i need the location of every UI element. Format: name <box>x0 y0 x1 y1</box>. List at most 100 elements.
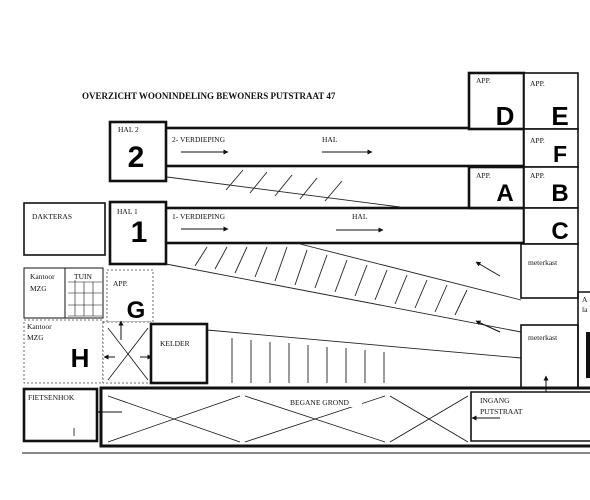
apartment-b-label: APP. <box>530 171 545 180</box>
stair-step <box>334 259 348 293</box>
meter-cupboard-upper: meterkast <box>520 243 579 299</box>
apartment-c: C <box>523 207 579 245</box>
hall-2: HAL 2 2 <box>108 120 168 183</box>
garden-label: TUIN <box>74 272 92 281</box>
meter-cupboard-lower: meterkast <box>520 324 579 389</box>
ground-floor: BEGANE GROND <box>99 386 590 448</box>
ground-floor-label-backdrop <box>286 397 362 407</box>
cellar-box <box>149 322 209 385</box>
stair-arrow-lower <box>475 320 501 333</box>
stair-step <box>324 180 343 202</box>
apartment-g-label: APP. <box>113 279 128 288</box>
stair-step <box>274 246 288 282</box>
office-lower-box <box>23 319 104 384</box>
garden-label-backdrop <box>73 271 97 280</box>
stair-step <box>374 269 388 301</box>
bike-shed-box <box>22 387 99 443</box>
garden: TUIN <box>64 267 104 319</box>
entrance-box <box>470 391 590 442</box>
office-lower: Kantoor MZG H <box>23 319 104 384</box>
stair-step <box>354 264 368 297</box>
stair-cellar-band <box>206 329 522 388</box>
meter-cupboard-upper-box <box>520 243 579 299</box>
apartment-e-label: APP. <box>530 79 545 88</box>
cross-line <box>107 395 241 443</box>
stair-edge <box>166 176 401 208</box>
apartment-e-box <box>523 72 579 130</box>
cross-line <box>389 395 469 443</box>
stair-step <box>225 169 244 191</box>
entrance-line2: PUTSTRAAT <box>480 407 523 416</box>
stair-step <box>254 246 268 278</box>
apartment-b: APP. B <box>523 166 579 209</box>
apartment-g-box <box>106 269 154 323</box>
apartment-d: APP. D <box>467 71 526 131</box>
garden-grid <box>68 272 102 317</box>
hall-1-box <box>108 200 168 266</box>
apartment-f: APP. F <box>523 128 579 168</box>
stair-step <box>234 246 248 274</box>
stair-edge <box>206 329 522 359</box>
apartment-c-box <box>523 207 579 245</box>
meter-cupboard-upper-label: meterkast <box>528 258 558 267</box>
cellar-label: KELDER <box>160 339 190 348</box>
ground-floor-outline <box>99 386 590 448</box>
bike-shed: FIETSENHOK <box>22 387 99 443</box>
cut-off-wall <box>586 332 590 378</box>
cellar: KELDER <box>149 322 209 385</box>
stair-floor-1-down <box>165 243 522 333</box>
cut-off-label-line2: la <box>582 305 588 314</box>
stair-step <box>214 246 228 270</box>
cut-off-room: A la <box>577 291 590 389</box>
meter-cupboard-lower-label: meterkast <box>528 333 558 342</box>
ground-floor-crosses <box>107 395 469 443</box>
floor-2-corridor-label: HAL <box>322 135 338 144</box>
floor-2-corridor <box>163 126 526 168</box>
office-upper-line2: MZG <box>30 284 47 293</box>
hall-2-number: 2 <box>128 141 145 174</box>
apartment-f-letter: F <box>553 141 567 167</box>
roof-terrace: DAKTERAS <box>23 202 106 256</box>
bike-shed-label: FIETSENHOK <box>28 393 75 402</box>
plan-title: OVERZICHT WOONINDELING BEWONERS PUTSTRAA… <box>82 91 336 101</box>
roof-terrace-label: DAKTERAS <box>32 212 72 221</box>
office-upper-line1: Kantoor <box>30 272 55 281</box>
apartment-b-letter: B <box>551 180 568 207</box>
apartment-e-letter: E <box>551 101 568 131</box>
stair-step <box>414 279 428 309</box>
apartment-b-box <box>523 166 579 209</box>
floor-1-label: 1- VERDIEPING <box>172 212 226 221</box>
apartment-g: APP. G <box>106 269 154 324</box>
stair-step <box>249 171 268 194</box>
hall-1-number: 1 <box>131 216 148 249</box>
stair-step <box>434 284 448 313</box>
apartment-d-label: APP. <box>476 76 491 85</box>
apartment-a-letter: A <box>496 180 513 207</box>
apartment-c-letter: C <box>551 218 568 245</box>
meter-cupboard-lower-box <box>520 324 579 389</box>
cut-off-label-line1: A <box>582 295 588 304</box>
stair-step <box>454 289 468 316</box>
stairwell-cross <box>102 321 152 384</box>
apartment-d-box <box>467 71 526 131</box>
roof-terrace-box <box>23 202 106 256</box>
apartment-g-letter: G <box>127 297 146 324</box>
apartment-a: APP. A <box>467 165 526 210</box>
hall-1-label: HAL 1 <box>117 207 138 216</box>
ground-floor-label: BEGANE GROND <box>290 398 350 407</box>
stair-edge <box>165 263 522 333</box>
apartment-e: APP. E <box>523 72 579 131</box>
floor-1-corridor-label: HAL <box>352 212 368 221</box>
office-upper-box <box>23 267 66 319</box>
office-lower-line1: Kantoor <box>27 322 52 331</box>
cross-line <box>107 327 149 381</box>
apartment-d-letter: D <box>496 101 515 131</box>
stair-step <box>274 174 293 197</box>
stair-edge <box>299 243 522 301</box>
apartment-a-label: APP. <box>476 171 491 180</box>
office-lower-letter: H <box>71 343 90 373</box>
stair-floor-2-to-1 <box>166 169 401 208</box>
floor-2-label: 2- VERDIEPING <box>172 135 226 144</box>
entrance-line1: INGANG <box>480 396 510 405</box>
